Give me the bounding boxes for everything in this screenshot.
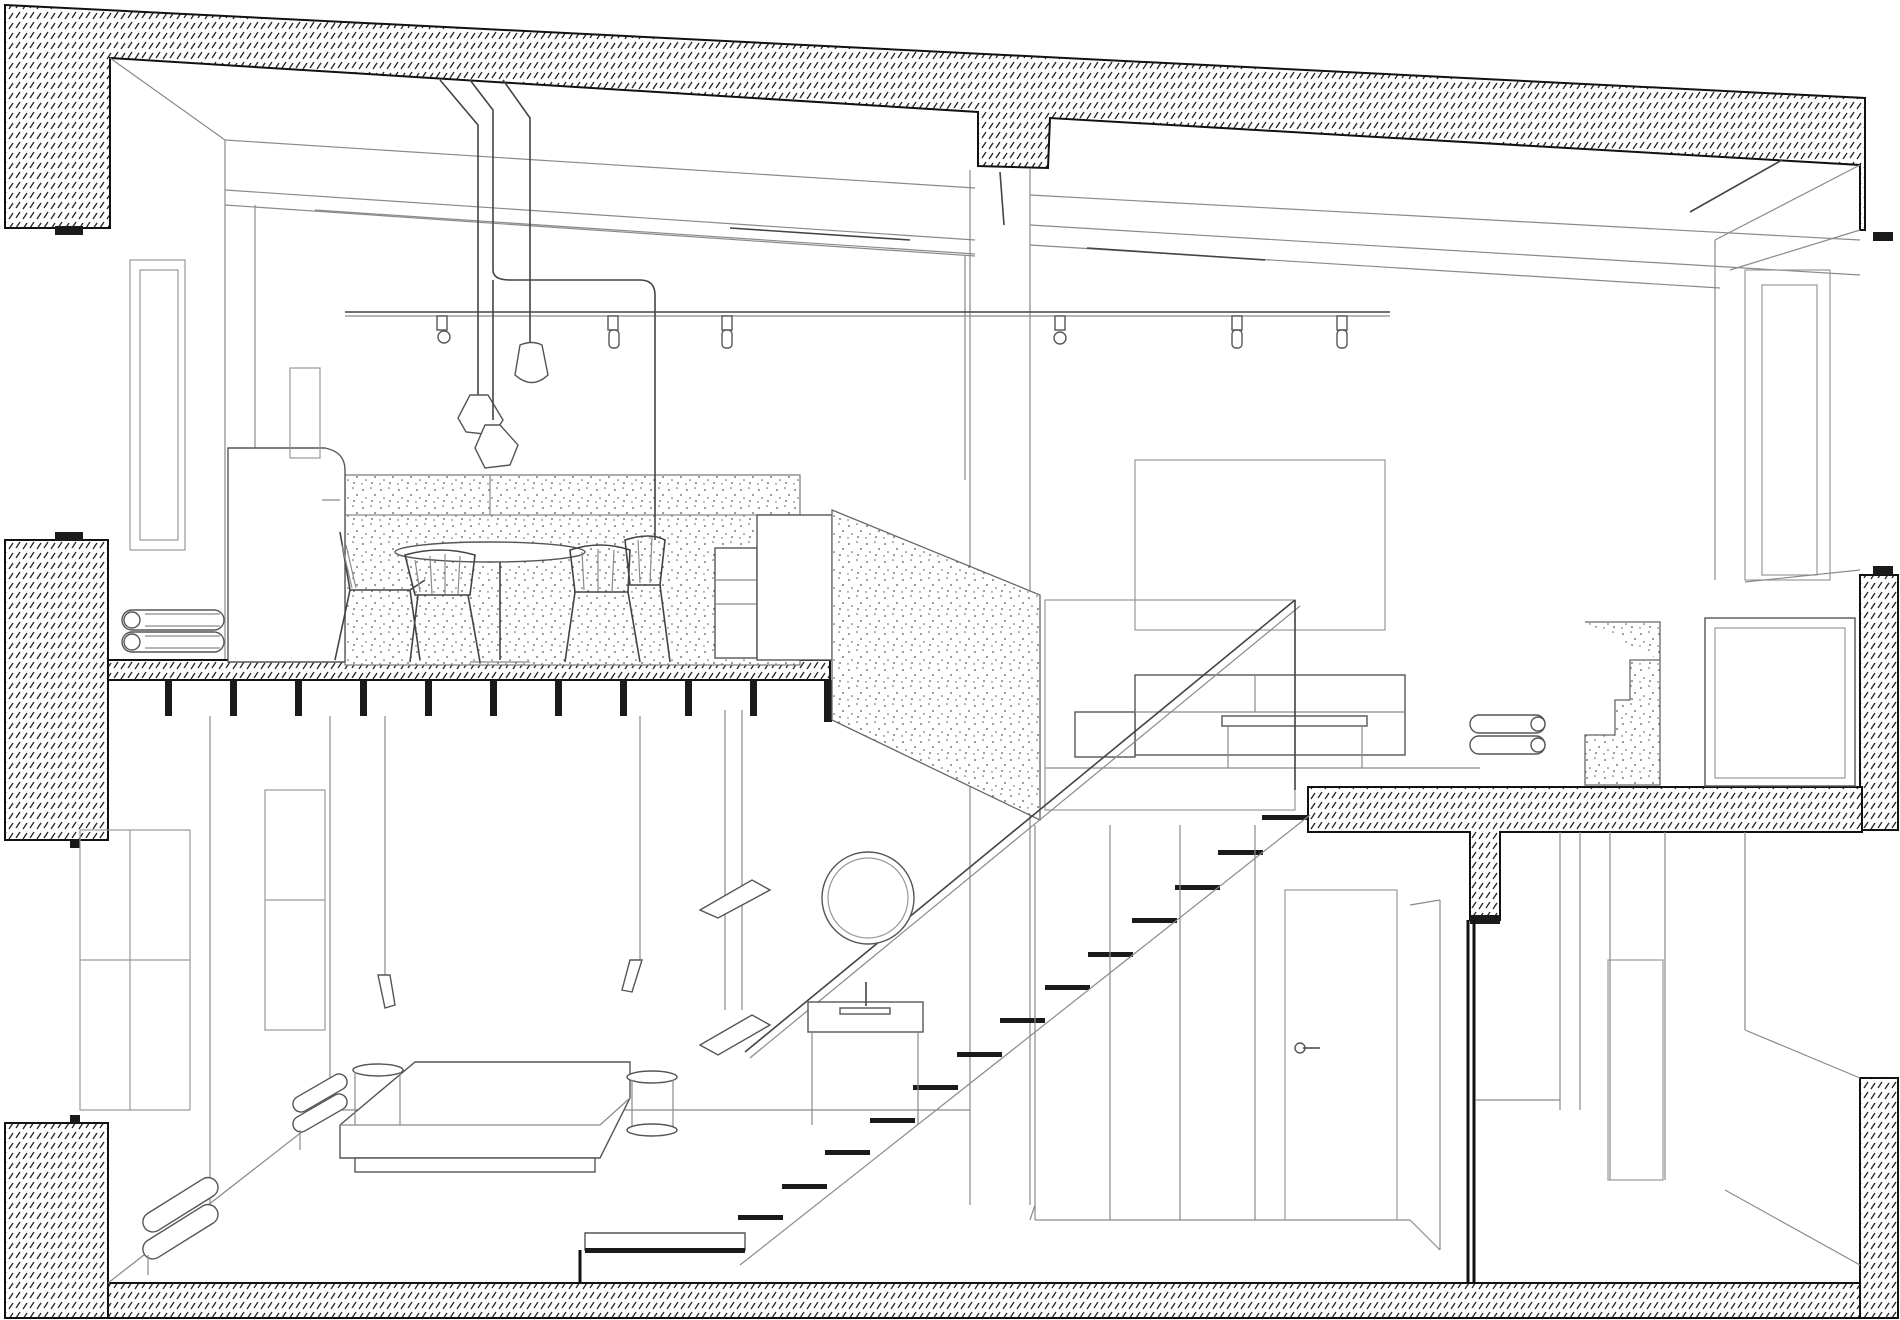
radiator-icon xyxy=(121,609,225,653)
track-spotlight-icon xyxy=(436,315,451,344)
windows xyxy=(79,229,1861,1111)
window-lower-left xyxy=(79,829,191,1111)
dining-mezzanine xyxy=(107,367,1041,822)
track-spotlight-icon xyxy=(1053,315,1067,345)
track-spotlight-icon xyxy=(1336,315,1348,349)
track-spotlight-icon xyxy=(721,315,733,349)
structure xyxy=(4,3,1899,1319)
bearing-plate xyxy=(70,1115,80,1123)
right-wall-lower xyxy=(1859,1077,1899,1319)
bearing-plate xyxy=(55,226,83,235)
bedside-pendant xyxy=(377,974,396,1009)
interior-door xyxy=(1284,889,1398,1221)
lighting xyxy=(345,79,1390,540)
lower-level xyxy=(107,710,1861,1284)
bearing-plate xyxy=(1873,232,1893,241)
bearing-plate xyxy=(70,840,80,848)
back-door xyxy=(289,367,321,459)
window-seat-box xyxy=(1704,617,1856,787)
sofa xyxy=(1134,674,1406,756)
bearing-plate xyxy=(1873,566,1893,575)
pendant-lamp-icon xyxy=(474,280,519,469)
window-upper-right xyxy=(1744,269,1831,581)
ground-slab xyxy=(107,1282,1863,1319)
ceiling xyxy=(109,57,1861,1205)
staircase xyxy=(578,599,1311,1283)
wire-chair-icon xyxy=(564,544,641,663)
handrail xyxy=(744,599,1296,1053)
washbasin-console xyxy=(807,1001,924,1033)
side-table xyxy=(626,1070,678,1137)
bed-base xyxy=(354,1157,596,1173)
round-mirror-icon xyxy=(821,851,915,945)
step-block xyxy=(1584,621,1661,786)
side-table xyxy=(352,1063,404,1125)
stair-stringer xyxy=(739,814,1311,1266)
window-upper-left xyxy=(129,259,186,551)
track-spotlight-icon xyxy=(1231,315,1243,349)
pendant-lamp-icon xyxy=(514,341,549,384)
track-spotlight-icon xyxy=(607,315,620,349)
stair-treads xyxy=(578,815,1307,1283)
radiator-icon xyxy=(292,1073,348,1150)
balustrade-parapet xyxy=(831,509,1041,822)
side-window xyxy=(1607,959,1664,1181)
bedside-pendant xyxy=(621,959,643,993)
radiator-icon xyxy=(1469,714,1546,755)
sofa-arm xyxy=(1074,711,1136,758)
hanging-shelf xyxy=(698,1014,772,1056)
dining-table-top xyxy=(394,541,586,563)
roof-slab xyxy=(4,3,1866,231)
right-wall-upper xyxy=(1859,574,1899,831)
wall-art-frame xyxy=(1134,459,1386,631)
window-lower-mid xyxy=(264,789,326,1031)
kitchen-cabinet xyxy=(714,547,758,659)
right-mezzanine-slab xyxy=(1307,786,1863,921)
refrigerator xyxy=(227,447,346,663)
left-wall-mid xyxy=(4,539,109,841)
joists xyxy=(165,680,832,722)
bearing-plate xyxy=(55,532,83,541)
wire-chair-icon xyxy=(404,549,481,663)
door-handle-icon xyxy=(1294,1042,1320,1054)
radiator-icon xyxy=(142,1176,219,1275)
hanging-shelf xyxy=(698,879,772,919)
living-area xyxy=(1044,459,1856,811)
bearing-plate xyxy=(1470,915,1500,924)
kitchen-tall-unit xyxy=(756,514,833,661)
